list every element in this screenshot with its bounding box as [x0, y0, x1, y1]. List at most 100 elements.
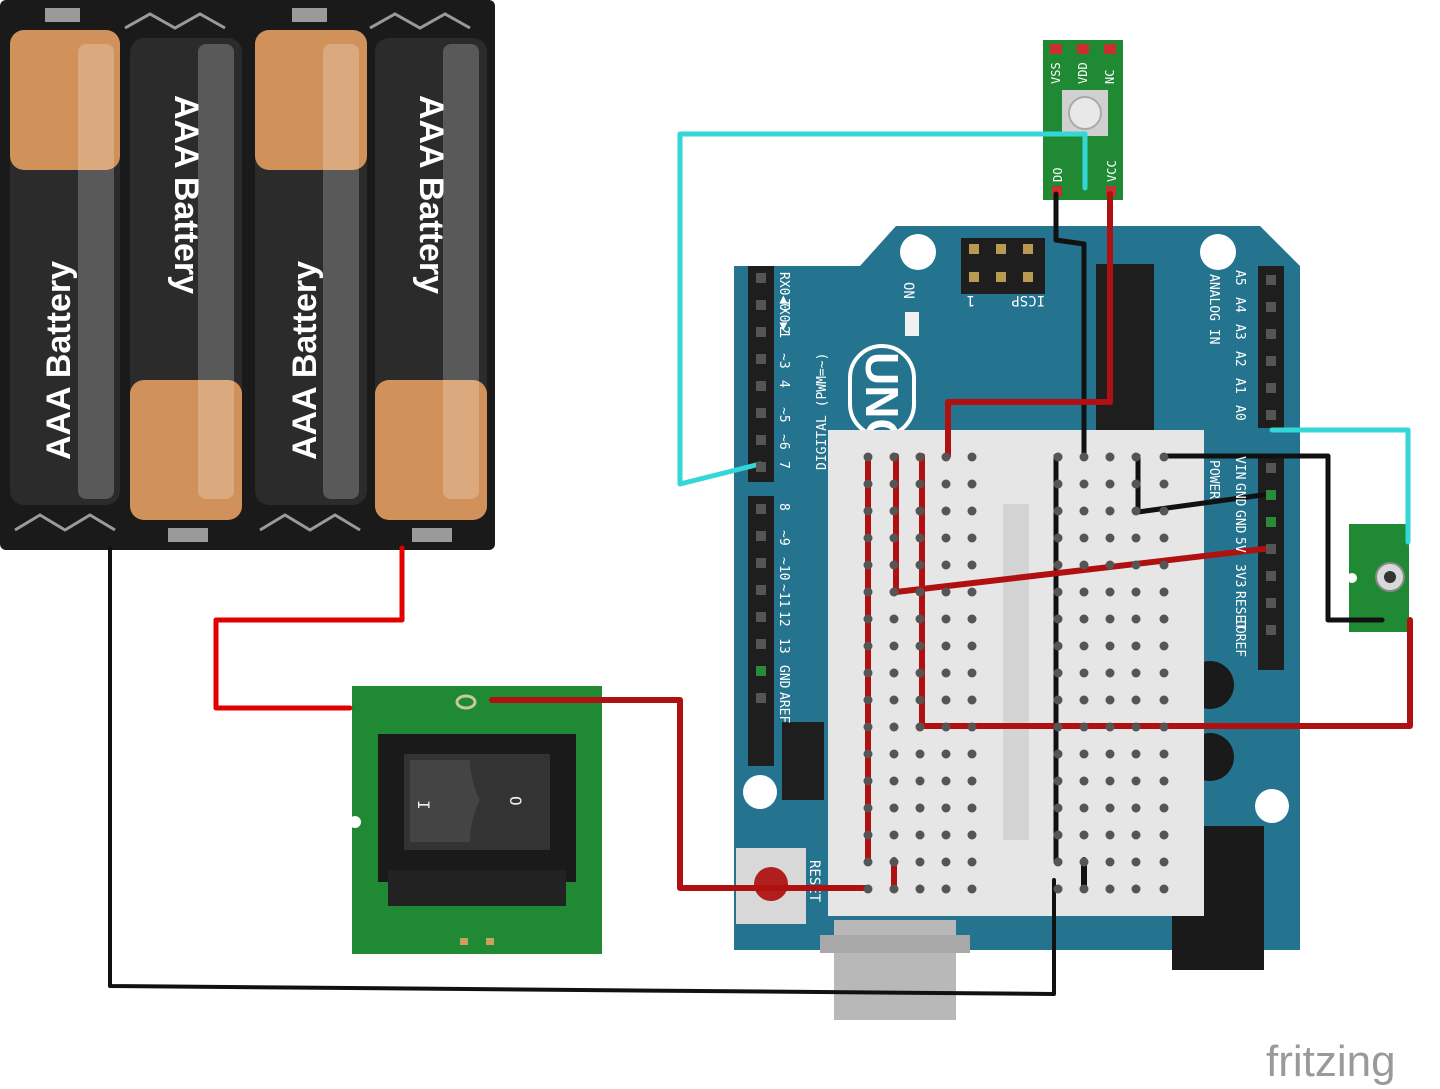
breadboard-hole[interactable] [915, 884, 925, 894]
breadboard-hole[interactable] [1079, 560, 1089, 570]
breadboard-hole[interactable] [941, 803, 951, 813]
breadboard-hole[interactable] [941, 884, 951, 894]
breadboard-hole[interactable] [863, 722, 873, 732]
breadboard-hole[interactable] [967, 830, 977, 840]
digital-pin-socket[interactable] [756, 531, 766, 541]
breadboard-hole[interactable] [863, 506, 873, 516]
breadboard-hole[interactable] [1131, 479, 1141, 489]
power-pin-socket[interactable] [1266, 463, 1276, 473]
power-pin-socket[interactable] [1266, 544, 1276, 554]
breadboard-hole[interactable] [1079, 884, 1089, 894]
breadboard-hole[interactable] [1159, 479, 1169, 489]
breadboard-hole[interactable] [1159, 560, 1169, 570]
breadboard-hole[interactable] [1079, 749, 1089, 759]
breadboard-hole[interactable] [1079, 641, 1089, 651]
breadboard-hole[interactable] [1079, 668, 1089, 678]
digital-pin-socket[interactable] [756, 693, 766, 703]
breadboard-hole[interactable] [1105, 614, 1115, 624]
breadboard-hole[interactable] [1053, 533, 1063, 543]
digital-pin-socket[interactable] [756, 354, 766, 364]
breadboard-hole[interactable] [967, 506, 977, 516]
breadboard-hole[interactable] [1053, 641, 1063, 651]
analog-pin-socket[interactable] [1266, 329, 1276, 339]
breadboard-hole[interactable] [889, 668, 899, 678]
breadboard-hole[interactable] [915, 560, 925, 570]
breadboard-hole[interactable] [1053, 560, 1063, 570]
breadboard-hole[interactable] [1131, 695, 1141, 705]
breadboard-hole[interactable] [941, 695, 951, 705]
breadboard-hole[interactable] [1131, 641, 1141, 651]
digital-pin-socket[interactable] [756, 327, 766, 337]
breadboard-hole[interactable] [915, 722, 925, 732]
breadboard-hole[interactable] [941, 857, 951, 867]
breadboard-hole[interactable] [967, 722, 977, 732]
breadboard-hole[interactable] [1053, 506, 1063, 516]
breadboard-hole[interactable] [1105, 560, 1115, 570]
breadboard-hole[interactable] [967, 641, 977, 651]
digital-pin-socket[interactable] [756, 585, 766, 595]
breadboard-hole[interactable] [889, 641, 899, 651]
breadboard-hole[interactable] [1105, 776, 1115, 786]
breadboard-hole[interactable] [889, 722, 899, 732]
power-pin-socket[interactable] [1266, 490, 1276, 500]
breadboard-hole[interactable] [863, 668, 873, 678]
breadboard-hole[interactable] [967, 776, 977, 786]
breadboard-hole[interactable] [1079, 614, 1089, 624]
breadboard-hole[interactable] [1053, 587, 1063, 597]
breadboard-hole[interactable] [915, 803, 925, 813]
breadboard-hole[interactable] [1053, 668, 1063, 678]
breadboard-hole[interactable] [915, 479, 925, 489]
breadboard-hole[interactable] [1105, 803, 1115, 813]
breadboard-hole[interactable] [967, 452, 977, 462]
breadboard-hole[interactable] [1105, 749, 1115, 759]
breadboard-hole[interactable] [967, 479, 977, 489]
breadboard-hole[interactable] [863, 695, 873, 705]
breadboard-hole[interactable] [1131, 560, 1141, 570]
power-pin-socket[interactable] [1266, 598, 1276, 608]
breadboard-hole[interactable] [941, 830, 951, 840]
breadboard-hole[interactable] [1131, 506, 1141, 516]
breadboard-hole[interactable] [863, 479, 873, 489]
breadboard-hole[interactable] [1105, 884, 1115, 894]
breadboard-hole[interactable] [1053, 749, 1063, 759]
breadboard-hole[interactable] [1079, 803, 1089, 813]
breadboard-hole[interactable] [915, 587, 925, 597]
breadboard-hole[interactable] [863, 803, 873, 813]
breadboard-hole[interactable] [863, 452, 873, 462]
breadboard-hole[interactable] [1053, 695, 1063, 705]
breadboard-hole[interactable] [941, 587, 951, 597]
breadboard-hole[interactable] [941, 506, 951, 516]
breadboard-hole[interactable] [1105, 452, 1115, 462]
breadboard-hole[interactable] [1131, 533, 1141, 543]
breadboard-hole[interactable] [1053, 884, 1063, 894]
breadboard-hole[interactable] [967, 695, 977, 705]
breadboard-hole[interactable] [1159, 533, 1169, 543]
breadboard-hole[interactable] [915, 695, 925, 705]
breadboard-hole[interactable] [941, 533, 951, 543]
breadboard-hole[interactable] [889, 479, 899, 489]
breadboard-hole[interactable] [1131, 722, 1141, 732]
breadboard-hole[interactable] [1079, 533, 1089, 543]
breadboard-hole[interactable] [1105, 695, 1115, 705]
analog-pin-socket[interactable] [1266, 275, 1276, 285]
breadboard-hole[interactable] [941, 641, 951, 651]
breadboard-hole[interactable] [967, 614, 977, 624]
breadboard-hole[interactable] [889, 803, 899, 813]
breadboard-hole[interactable] [915, 830, 925, 840]
digital-pin-socket[interactable] [756, 381, 766, 391]
breadboard-hole[interactable] [889, 452, 899, 462]
breadboard-hole[interactable] [1131, 857, 1141, 867]
breadboard-hole[interactable] [889, 587, 899, 597]
breadboard-hole[interactable] [1131, 452, 1141, 462]
breadboard-hole[interactable] [863, 641, 873, 651]
breadboard-hole[interactable] [1105, 830, 1115, 840]
power-pin-socket[interactable] [1266, 517, 1276, 527]
breadboard-hole[interactable] [1079, 587, 1089, 597]
breadboard-hole[interactable] [1053, 479, 1063, 489]
breadboard-hole[interactable] [863, 749, 873, 759]
breadboard-hole[interactable] [863, 830, 873, 840]
analog-pin-socket[interactable] [1266, 356, 1276, 366]
breadboard-hole[interactable] [915, 776, 925, 786]
breadboard-hole[interactable] [889, 749, 899, 759]
breadboard-hole[interactable] [1079, 830, 1089, 840]
